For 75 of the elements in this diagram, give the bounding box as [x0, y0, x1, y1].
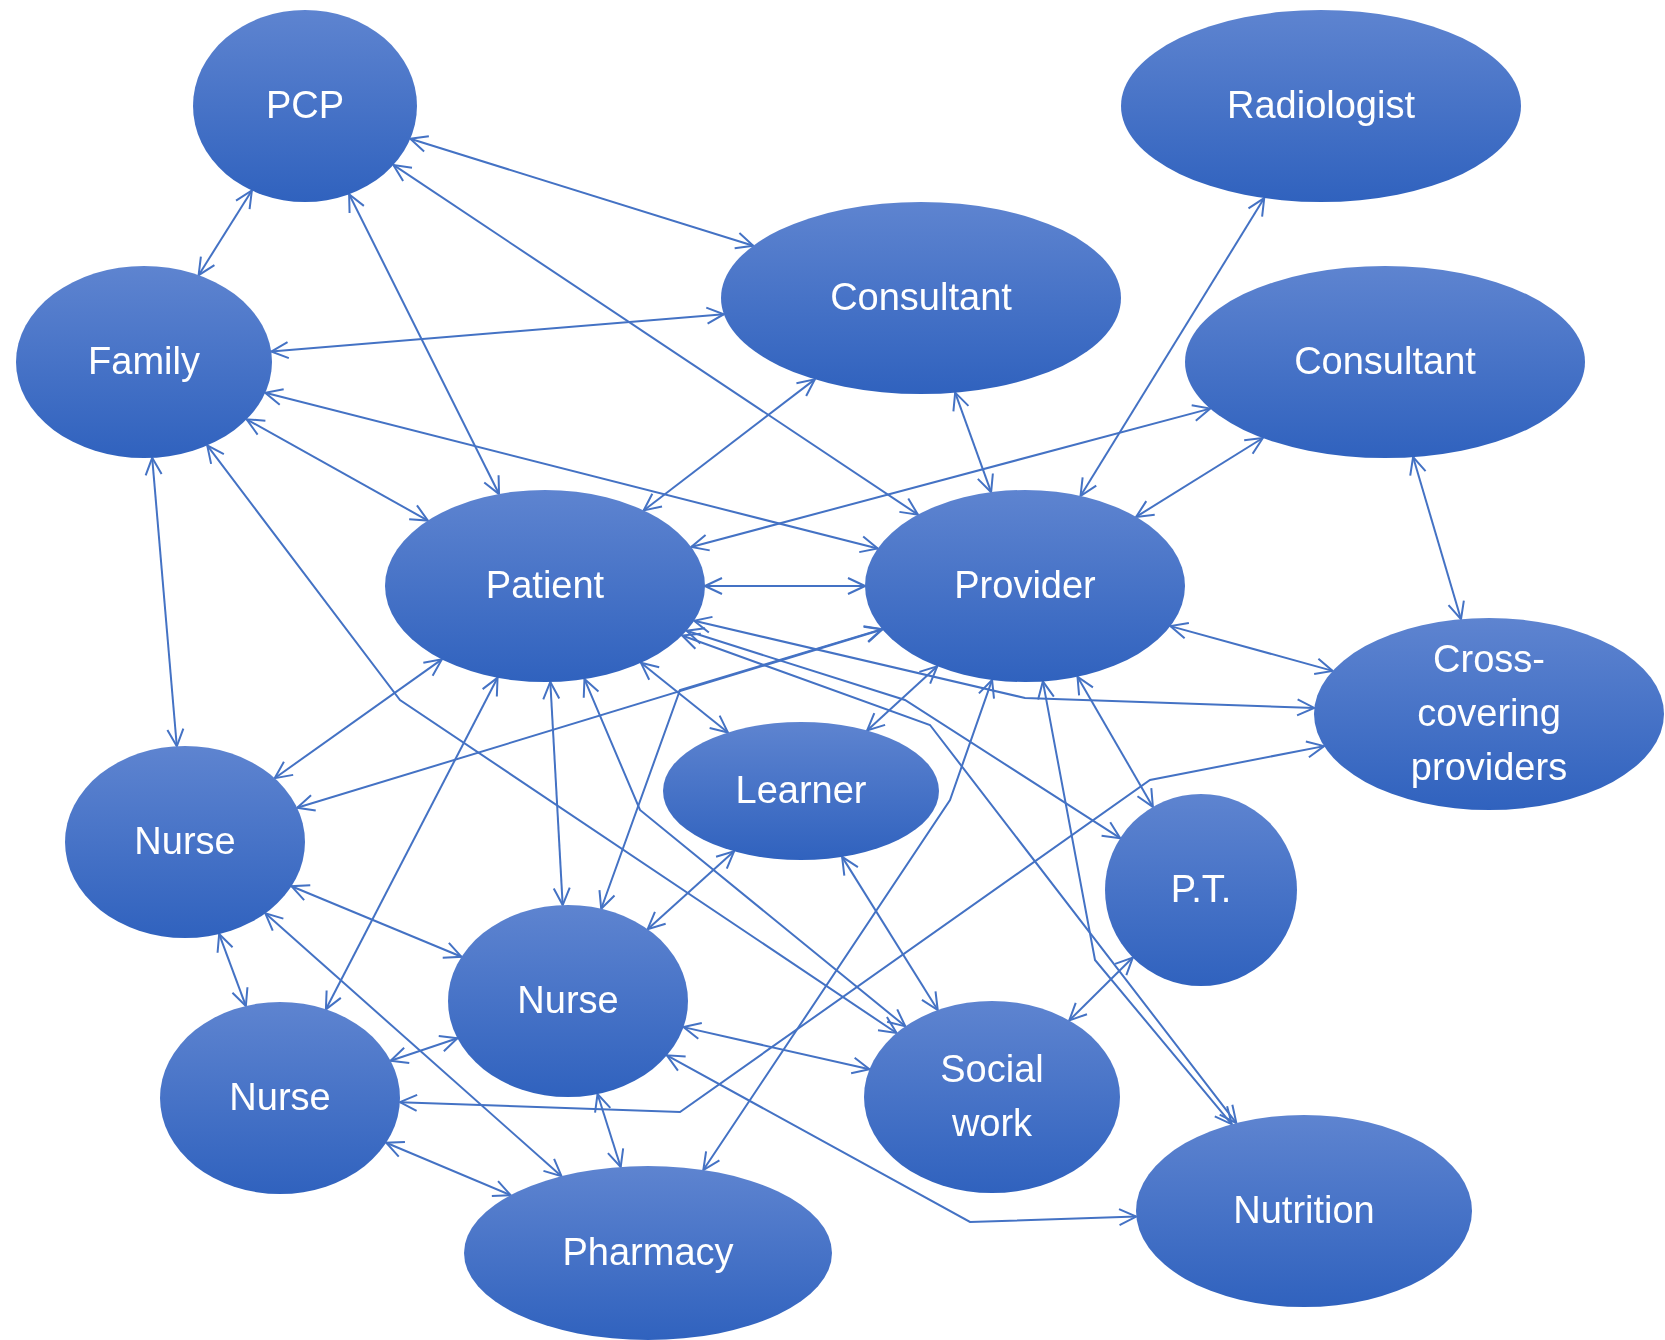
double-arrow	[681, 632, 1238, 1125]
double-arrow	[1169, 621, 1334, 676]
double-arrow	[594, 1093, 625, 1168]
node-label: Nurse	[229, 1075, 331, 1120]
ellipse-node	[193, 10, 417, 202]
ellipse-node	[1121, 10, 1521, 202]
double-arrow	[665, 1054, 1138, 1227]
ellipse-node	[864, 1001, 1120, 1193]
double-arrow	[598, 625, 884, 910]
double-arrow	[1068, 956, 1134, 1022]
node-label: Consultant	[830, 275, 1012, 320]
double-arrow	[296, 625, 884, 812]
double-arrow	[264, 388, 879, 554]
ellipse-node	[385, 490, 705, 682]
node-label: PCP	[265, 83, 345, 128]
node-label: Family	[88, 339, 200, 384]
node-label: P.T.	[1170, 867, 1232, 912]
node-label: Nurse	[134, 819, 236, 864]
double-arrow	[582, 678, 907, 1028]
double-arrow	[646, 850, 736, 931]
ellipse-node	[663, 722, 939, 860]
node-label: Provider	[954, 563, 1096, 608]
ellipse-node	[1105, 794, 1297, 986]
double-arrow	[197, 189, 253, 277]
double-arrow	[1076, 675, 1154, 808]
double-arrow	[389, 1035, 459, 1064]
double-arrow	[1079, 197, 1266, 497]
double-arrow	[392, 163, 919, 516]
double-arrow	[693, 615, 1316, 717]
ellipse-node	[448, 905, 688, 1097]
ellipse-node	[865, 490, 1185, 682]
double-arrow	[841, 855, 939, 1012]
double-arrow	[348, 193, 500, 496]
node-label: Learner	[735, 768, 867, 813]
double-arrow	[264, 912, 563, 1178]
ellipse-node	[1136, 1115, 1472, 1307]
double-arrow	[690, 404, 1212, 552]
double-arrow	[206, 444, 898, 1034]
ellipse-node	[1314, 618, 1664, 810]
double-arrow	[270, 306, 725, 360]
double-arrow	[685, 627, 1122, 840]
node-label: Social work	[939, 1047, 1045, 1146]
double-arrow	[702, 678, 995, 1172]
double-arrow	[273, 658, 443, 780]
double-arrow	[642, 378, 816, 512]
double-arrow	[682, 1022, 871, 1075]
double-arrow	[324, 676, 499, 1011]
ellipse-node	[16, 266, 272, 458]
node-label: Nutrition	[1233, 1188, 1375, 1233]
double-arrow	[704, 577, 866, 595]
ellipse-node	[160, 1002, 400, 1194]
double-arrow	[866, 665, 939, 732]
double-arrow	[542, 680, 571, 907]
ellipse-node	[464, 1166, 832, 1340]
double-arrow	[409, 135, 755, 250]
ellipse-node	[1185, 266, 1585, 458]
node-label: Pharmacy	[562, 1230, 734, 1275]
double-arrow	[216, 933, 249, 1007]
double-arrow	[1409, 456, 1465, 621]
double-arrow	[398, 740, 1326, 1113]
double-arrow	[1135, 437, 1264, 518]
double-arrow	[290, 884, 463, 959]
double-arrow	[385, 1140, 512, 1197]
node-label: Consultant	[1294, 339, 1476, 384]
double-arrow	[952, 391, 994, 494]
double-arrow	[639, 661, 729, 734]
double-arrow	[245, 418, 429, 522]
node-label: Radiologist	[1227, 83, 1415, 128]
ellipse-node	[721, 202, 1121, 394]
double-arrow	[144, 456, 185, 748]
node-label: Patient	[485, 563, 605, 608]
node-label: Cross-covering providers	[1409, 637, 1569, 790]
ellipse-node	[65, 746, 305, 938]
double-arrow	[1037, 680, 1233, 1126]
node-label: Nurse	[517, 978, 619, 1023]
